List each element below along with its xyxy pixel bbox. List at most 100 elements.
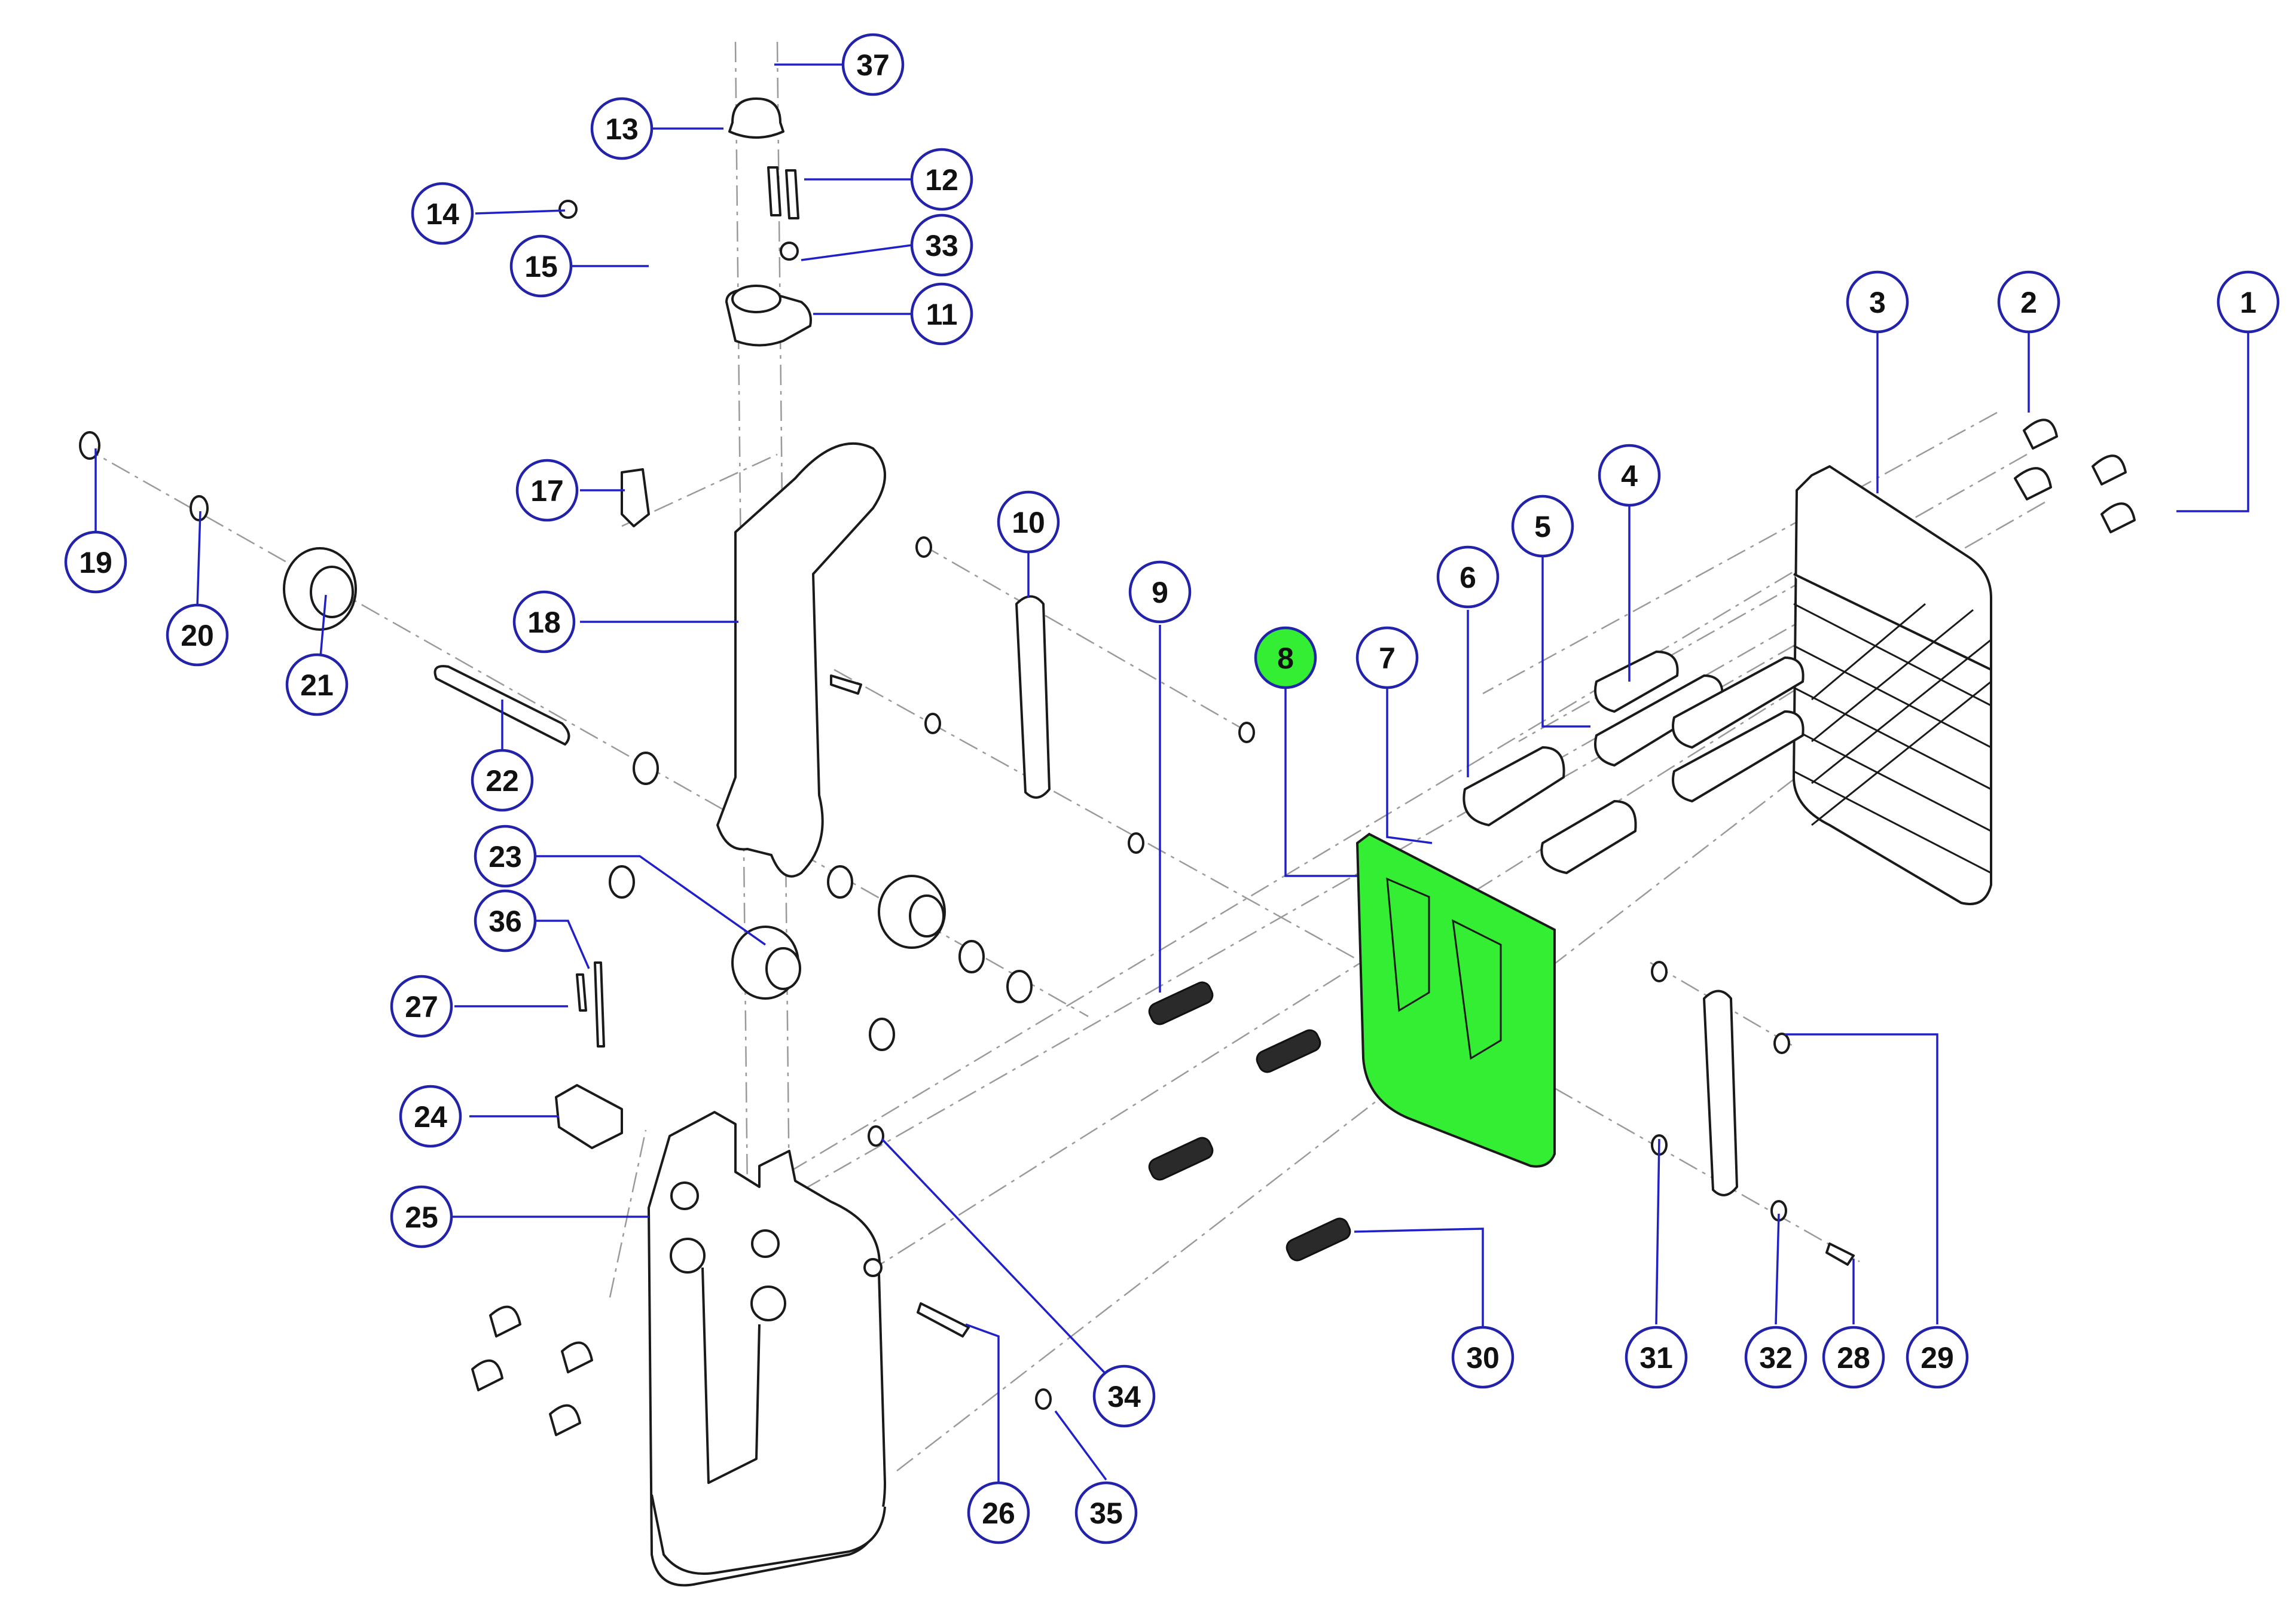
balloon-circle	[399, 1085, 462, 1148]
balloon-circle	[1254, 626, 1317, 689]
balloon-29: 29	[1906, 1326, 1969, 1389]
clamp-block-part	[555, 1084, 623, 1149]
bushing-23-part	[731, 926, 801, 1000]
balloon-label: 37	[856, 48, 890, 82]
balloon-label: 25	[405, 1201, 438, 1234]
balloon-label: 13	[605, 112, 639, 146]
balloon-3: 3	[1846, 270, 1909, 334]
balloon-32: 32	[1744, 1326, 1808, 1389]
balloon-circle	[512, 590, 576, 654]
balloon-label: 20	[181, 619, 214, 652]
balloon-circle	[1436, 545, 1500, 609]
balloon-circle	[411, 182, 474, 245]
balloon-24: 24	[399, 1085, 462, 1148]
balloon-15: 15	[509, 234, 573, 298]
balloon-circle	[1625, 1326, 1688, 1389]
balloon-label: 6	[1460, 561, 1476, 594]
balloon-label: 26	[982, 1497, 1015, 1530]
balloon-label: 35	[1089, 1497, 1123, 1530]
balloon-label: 19	[79, 546, 112, 579]
spring-30-part	[1286, 1217, 1351, 1262]
balloon-label: 4	[1621, 459, 1638, 493]
balloon-21: 21	[285, 653, 349, 716]
balloon-label: 1	[2240, 286, 2257, 319]
balloon-13: 13	[590, 97, 654, 160]
balloon-label: 15	[524, 250, 558, 283]
balloon-2: 2	[1997, 270, 2060, 334]
item-balloons: 1234567891011121314151718192021222324252…	[64, 33, 2280, 1544]
bushing-right-part	[878, 875, 946, 949]
cap-part	[728, 97, 784, 139]
assembly-parts	[79, 97, 2136, 1587]
balloon-label: 21	[300, 668, 334, 702]
balloon-10: 10	[997, 490, 1060, 554]
spacer-tubes-part	[1463, 651, 1805, 874]
balloon-circle	[1451, 1326, 1515, 1389]
balloon-circle	[841, 33, 905, 96]
tread-pad-part	[1793, 465, 1992, 905]
balloon-circle	[967, 1481, 1030, 1544]
balloon-circle	[474, 825, 537, 888]
balloon-circle	[390, 1185, 453, 1248]
balloon-34: 34	[1092, 1364, 1156, 1428]
balloon-label: 27	[405, 990, 438, 1024]
balloon-1: 1	[2216, 270, 2280, 334]
balloon-36: 36	[474, 889, 537, 952]
balloon-circle	[1997, 270, 2060, 334]
balloon-circle	[166, 603, 229, 667]
balloon-circle	[471, 749, 534, 812]
balloon-14: 14	[411, 182, 474, 245]
balloon-19: 19	[64, 530, 127, 594]
balloon-label: 28	[1837, 1341, 1870, 1375]
balloon-11: 11	[910, 282, 973, 346]
balloon-circle	[509, 234, 573, 298]
balloon-circle	[910, 282, 973, 346]
balloon-circle	[1744, 1326, 1808, 1389]
balloon-label: 9	[1152, 576, 1168, 609]
balloon-label: 14	[426, 197, 459, 231]
balloon-label: 31	[1639, 1341, 1673, 1375]
balloon-label: 5	[1534, 510, 1551, 543]
balloon-circle	[2216, 270, 2280, 334]
balloon-7: 7	[1355, 626, 1419, 689]
balloon-30: 30	[1451, 1326, 1515, 1389]
balloon-label: 3	[1869, 286, 1886, 319]
balloon-circle	[1511, 494, 1574, 558]
balloon-circle	[64, 530, 127, 594]
balloon-circle	[910, 148, 973, 211]
balloon-circle	[910, 213, 973, 277]
balloon-label: 12	[925, 163, 958, 197]
balloon-label: 17	[530, 474, 564, 508]
spring-9-part	[1148, 981, 1214, 1025]
balloon-circle	[285, 653, 349, 716]
balloon-label: 34	[1107, 1380, 1141, 1413]
spring-low-part	[1148, 1137, 1214, 1181]
balloon-label: 2	[2020, 286, 2037, 319]
bushing-21-part	[283, 547, 357, 631]
link-bar-upper-part	[1015, 595, 1051, 799]
balloon-label: 8	[1277, 642, 1294, 675]
balloon-label: 33	[925, 229, 958, 262]
balloon-label: 18	[527, 606, 561, 639]
balloon-label: 11	[926, 298, 958, 331]
balloon-label: 30	[1466, 1341, 1500, 1375]
balloon-label: 36	[488, 905, 522, 938]
balloon-label: 24	[414, 1100, 447, 1134]
balloon-18: 18	[512, 590, 576, 654]
balloon-33: 33	[910, 213, 973, 277]
balloon-22: 22	[471, 749, 534, 812]
balloon-37: 37	[841, 33, 905, 96]
highlighted-plate-part	[1355, 832, 1556, 1168]
leader-lines	[94, 63, 2249, 1483]
link-bar-lower-part	[1703, 990, 1738, 1196]
balloon-label: 23	[488, 840, 522, 874]
plate-detail	[1386, 877, 1502, 1060]
housing-part	[648, 1111, 886, 1587]
balloon-circle	[1355, 626, 1419, 689]
balloon-label: 10	[1012, 506, 1045, 539]
spring-mid-part	[1256, 1029, 1321, 1073]
balloon-label: 7	[1379, 642, 1396, 675]
balloon-circle	[1846, 270, 1909, 334]
